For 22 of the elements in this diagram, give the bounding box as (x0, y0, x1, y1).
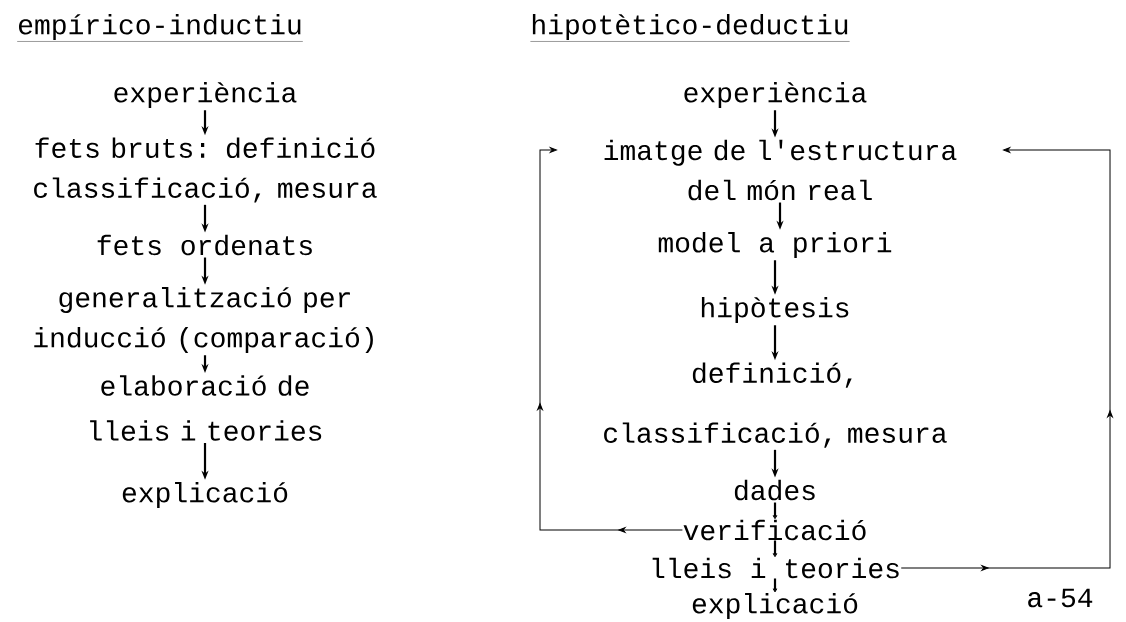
step-text: elaboració de lleis i teories (90, 375, 322, 441)
step-text: lleis i teories (652, 557, 899, 579)
step-text: experiència (684, 81, 867, 109)
step-text: explicació (692, 592, 858, 620)
step-text: fets bruts: definició classificació, mesura (34, 137, 377, 203)
step-text: fets ordenats (97, 234, 312, 256)
loop-arrow (900, 147, 1113, 571)
loop-arrow (537, 147, 683, 533)
heading: empírico-inductiu (17, 13, 304, 42)
step-text: experiència (114, 81, 297, 109)
arrow (772, 540, 778, 558)
step-text: explicació (122, 481, 288, 509)
heading: hipotètico-deductiu (530, 13, 850, 42)
step-text: model a priori (658, 231, 892, 259)
step-text: hipòtesis (701, 296, 849, 324)
page-number: a-54 (1028, 588, 1093, 608)
step-text: verificació (683, 519, 866, 541)
arrow (772, 502, 778, 520)
step-text: imatge de l'estructura del món real (604, 139, 957, 201)
arrow (772, 578, 778, 593)
step-text: generalització per inducció (comparació) (34, 286, 373, 354)
step-text: dades (734, 479, 815, 501)
